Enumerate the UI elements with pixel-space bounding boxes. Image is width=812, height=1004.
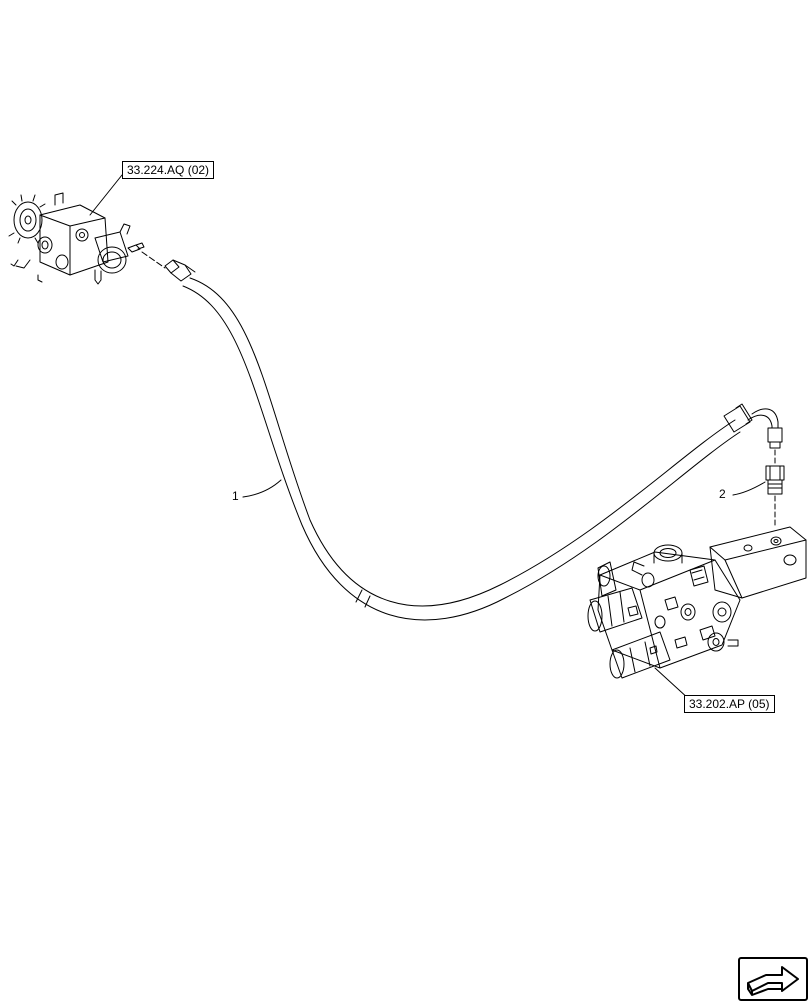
callout-fitting: 2 [719,487,726,501]
control-valve-assembly [587,526,807,701]
lower-reference-label[interactable]: 33.202.AP (05) [684,695,775,713]
upper-valve-assembly [8,174,166,285]
next-page-button[interactable] [738,957,808,1001]
fitting-assembly [732,449,785,529]
upper-reference-text: 33.224.AQ (02) [127,163,210,177]
upper-reference-label[interactable]: 33.224.AQ (02) [122,161,215,179]
callout-hose: 1 [232,489,239,503]
hose-assembly [164,259,783,621]
next-page-arrow-icon [747,966,799,996]
lower-reference-text: 33.202.AP (05) [689,697,770,711]
